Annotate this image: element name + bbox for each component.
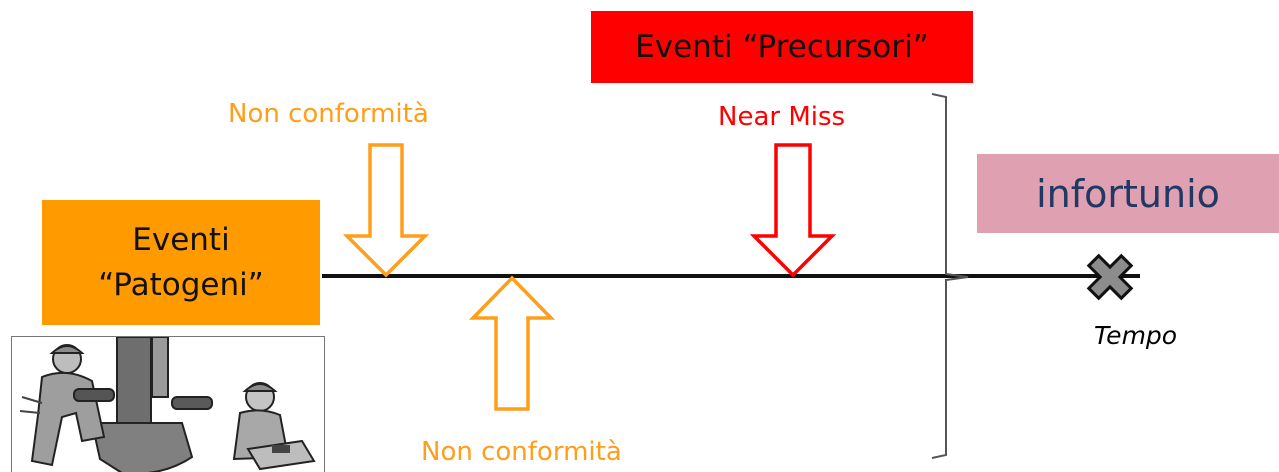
tempo-label: Tempo — [1094, 321, 1178, 350]
bracket — [931, 93, 969, 459]
near-miss-label: Near Miss — [718, 102, 846, 132]
precursori-label: Eventi “Precursori” — [635, 29, 929, 65]
workers-illustration — [11, 336, 325, 472]
incident-cross-icon — [1086, 253, 1134, 301]
precursori-events-box: Eventi “Precursori” — [591, 11, 973, 83]
nonconformita-up-arrow-icon — [468, 275, 556, 411]
patogeni-label-line2: “Patogeni” — [98, 266, 264, 303]
workers-illustration-icon — [19, 337, 316, 472]
patogeni-events-box: Eventi “Patogeni” — [42, 200, 320, 325]
nonconformita-top-label: Non conformità — [228, 99, 429, 129]
near-miss-down-arrow-icon — [749, 143, 837, 278]
nonconformita-down-arrow-icon — [342, 143, 430, 278]
nonconformita-bottom-label: Non conformità — [421, 437, 622, 467]
infortunio-label: infortunio — [1036, 171, 1220, 216]
patogeni-label-line1: Eventi — [132, 221, 230, 258]
infortunio-box: infortunio — [977, 154, 1279, 233]
